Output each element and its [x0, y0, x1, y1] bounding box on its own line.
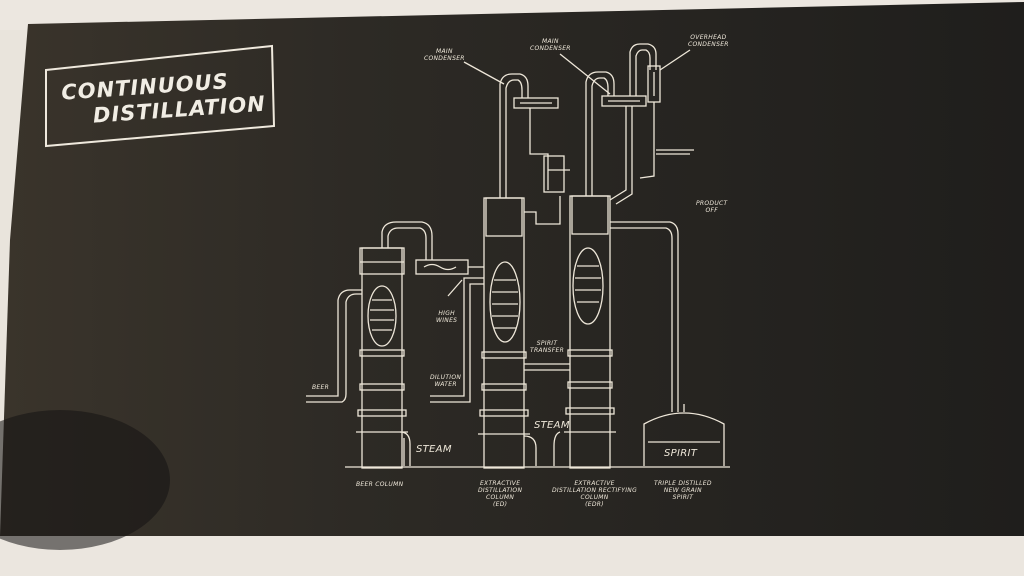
label-steam-1: STEAM [416, 444, 452, 455]
pipe-overhead [629, 43, 657, 96]
spirit-tank [643, 412, 725, 466]
rectifying-column [564, 195, 616, 469]
caption-beer-column: BEER COLUMN [356, 481, 404, 488]
pipe-ed-top [499, 73, 529, 198]
still-drawing [306, 43, 730, 469]
label-spirit-tank: SPIRIT [664, 448, 698, 459]
shadow [0, 410, 170, 550]
pipe-dilution [430, 283, 484, 403]
label-beer: BEER [312, 384, 330, 391]
main-condenser-1 [513, 97, 559, 109]
extractive-distillation-column [478, 197, 530, 469]
pipe-steam-2 [523, 435, 537, 466]
board-surface [0, 2, 1024, 536]
label-steam-2: STEAM [534, 420, 570, 431]
pipe-beer-top [381, 221, 433, 260]
pipe-edr-top [585, 71, 615, 196]
wall-bottom [0, 536, 1024, 576]
title-frame [45, 44, 276, 148]
pipe-steam-1 [399, 431, 411, 466]
main-condenser-2 [601, 95, 647, 107]
pipe-product-off [610, 221, 679, 412]
diagram-title: CONTINUOUS DISTILLATION [43, 44, 275, 152]
pipe-beer-feed [306, 293, 362, 403]
